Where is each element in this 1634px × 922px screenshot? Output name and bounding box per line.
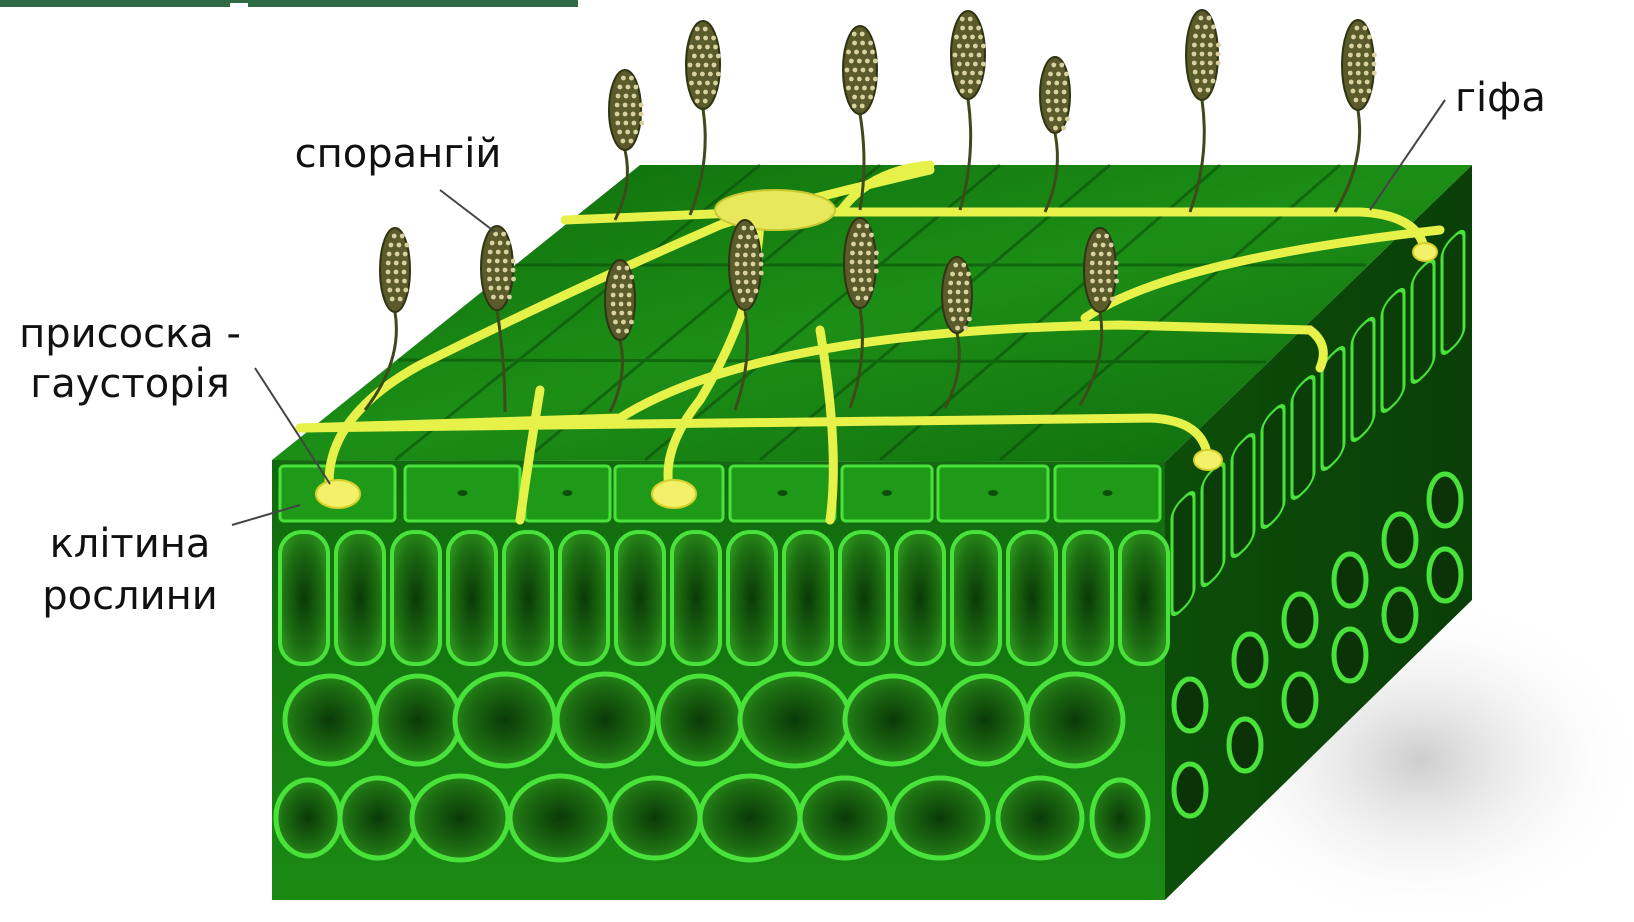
palisade-cell — [1120, 532, 1168, 664]
epidermis-row — [280, 466, 1160, 521]
spongy-cell — [276, 780, 340, 856]
cell-nucleus — [458, 490, 468, 496]
spongy-cell — [455, 674, 555, 766]
label-plant-cell-line2: рослини — [0, 572, 260, 620]
spongy-cell — [1027, 674, 1123, 766]
spongy-cell — [510, 776, 610, 860]
cell-nucleus — [1103, 490, 1113, 496]
side-spongy-cell — [1284, 674, 1316, 726]
label-haustorium-line1: присоска - — [0, 310, 260, 358]
palisade-cell — [896, 532, 944, 664]
side-spongy-cell — [1334, 554, 1366, 606]
spongy-cell — [285, 676, 375, 764]
spongy-cell — [376, 676, 460, 764]
side-spongy-cell — [1334, 629, 1366, 681]
side-spongy-cell — [1234, 634, 1266, 686]
spongy-cell — [800, 778, 890, 858]
side-palisade-cell — [1172, 488, 1194, 619]
side-spongy-cell — [1229, 719, 1261, 771]
side-spongy-cell — [1174, 764, 1206, 816]
cell-nucleus — [882, 490, 892, 496]
spongy-cell — [845, 676, 941, 764]
palisade-cell — [784, 532, 832, 664]
label-haustorium-line2: гаусторія — [0, 360, 260, 408]
palisade-cell — [728, 532, 776, 664]
side-palisade-cell — [1262, 401, 1284, 532]
palisade-cell — [616, 532, 664, 664]
palisade-cell — [952, 532, 1000, 664]
label-hypha: гіфа — [1455, 74, 1546, 122]
spongy-cell — [340, 778, 416, 858]
spongy-cell — [943, 676, 1027, 764]
cell-nucleus — [778, 490, 788, 496]
spore-cluster — [715, 190, 835, 230]
side-palisade-cell — [1202, 459, 1224, 590]
cell-nucleus — [563, 490, 573, 496]
palisade-cell — [840, 532, 888, 664]
side-palisade-cell — [1352, 314, 1374, 445]
spongy-cell — [1092, 780, 1148, 856]
side-spongy-cell — [1429, 474, 1461, 526]
spongy-cell — [412, 776, 508, 860]
palisade-cell — [448, 532, 496, 664]
palisade-cell — [1064, 532, 1112, 664]
palisade-cell — [336, 532, 384, 664]
haustorium — [652, 480, 696, 508]
side-spongy-cell — [1284, 594, 1316, 646]
spongy-cell — [610, 778, 700, 858]
palisade-cell — [504, 532, 552, 664]
cell-nucleus — [988, 490, 998, 496]
palisade-cell — [392, 532, 440, 664]
palisade-cell — [560, 532, 608, 664]
haustorium — [1194, 450, 1222, 470]
spongy-cell — [557, 674, 653, 766]
palisade-cell — [672, 532, 720, 664]
spongy-cell — [700, 776, 800, 860]
side-spongy-cell — [1174, 679, 1206, 731]
palisade-cell — [280, 532, 328, 664]
spongy-cell — [740, 674, 850, 766]
side-spongy-cell — [1384, 514, 1416, 566]
palisade-cell — [1008, 532, 1056, 664]
label-sporangium: спорангій — [283, 130, 513, 178]
side-palisade-cell — [1412, 256, 1434, 387]
side-spongy-cell — [1384, 589, 1416, 641]
spongy-cell — [892, 778, 988, 858]
haustorium — [316, 480, 360, 508]
side-palisade-cell — [1232, 430, 1254, 561]
label-plant-cell-line1: клітина — [0, 520, 260, 568]
side-spongy-cell — [1429, 549, 1461, 601]
spongy-cell — [998, 778, 1082, 858]
haustorium — [1413, 243, 1437, 261]
pointer-sporangium — [440, 190, 495, 232]
side-palisade-cell — [1292, 372, 1314, 503]
side-palisade-cell — [1442, 227, 1464, 358]
side-palisade-cell — [1382, 285, 1404, 416]
spongy-cell — [658, 676, 742, 764]
